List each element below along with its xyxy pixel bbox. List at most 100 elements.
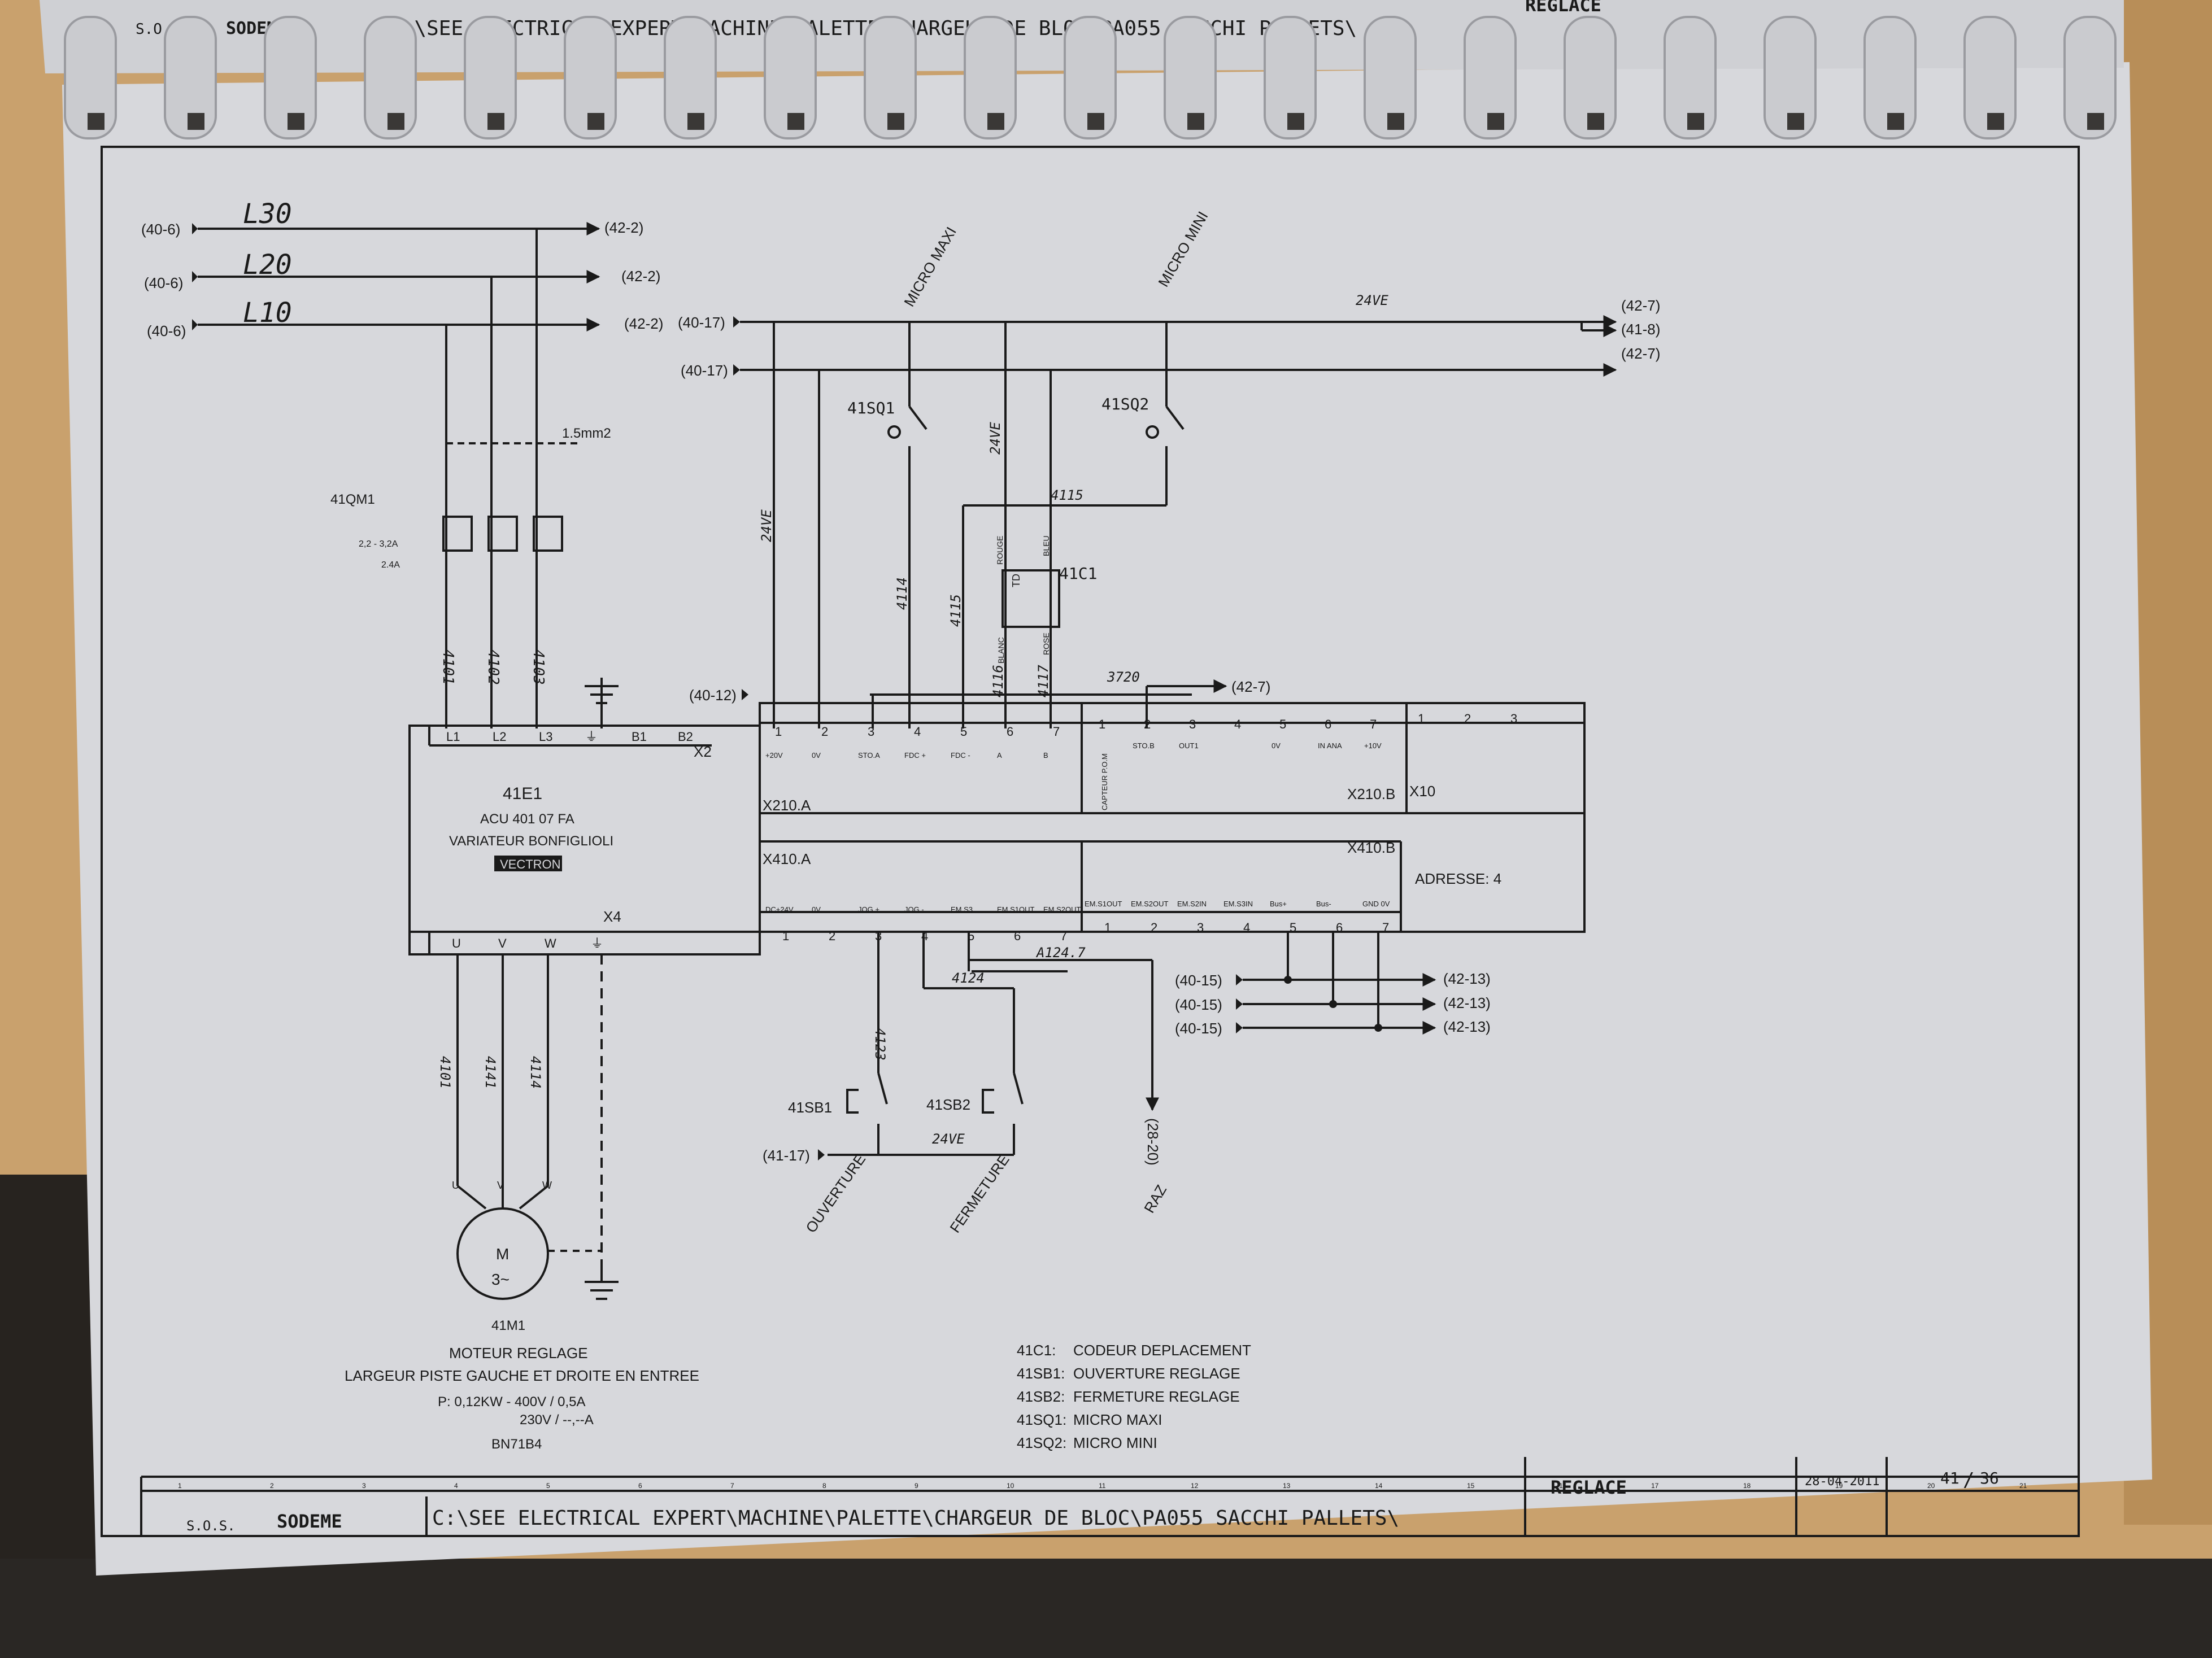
x410a-num-6: 7 xyxy=(1060,929,1067,943)
motor-line5: BN71B4 xyxy=(491,1437,542,1452)
binding-hole xyxy=(387,113,404,130)
wire-4114: 4114 xyxy=(894,577,910,610)
x10-num-2: 3 xyxy=(1510,712,1517,726)
ref-in-l2: (40-6) xyxy=(144,274,183,291)
x10-num-0: 1 xyxy=(1418,712,1425,726)
wire-4116: 4116 xyxy=(990,665,1006,697)
x210b-num-0: 1 xyxy=(1099,717,1105,731)
motor-line1: MOTEUR REGLAGE xyxy=(449,1345,588,1362)
x410a-num-0: 1 xyxy=(782,929,789,943)
x410a-num-5: 6 xyxy=(1014,929,1021,943)
power-term-5: B2 xyxy=(678,730,693,744)
motor-v: V xyxy=(497,1180,504,1191)
binding-hole xyxy=(787,113,804,130)
power-term-0: L1 xyxy=(446,730,460,744)
binding-ring xyxy=(564,16,617,139)
binding-hole xyxy=(88,113,104,130)
encoder-bleu: BLEU xyxy=(1042,535,1051,556)
breaker-range: 2,2 - 3,2A xyxy=(359,539,398,549)
drive-desc: VARIATEUR BONFIGLIOLI xyxy=(449,834,613,849)
motor-m: M xyxy=(496,1245,509,1263)
control-wiring xyxy=(740,315,1617,728)
column-number: 6 xyxy=(638,1482,642,1490)
tb-page: 41 xyxy=(1940,1469,1960,1487)
x210b-num-5: 6 xyxy=(1325,717,1331,731)
wire-3720: 3720 xyxy=(1107,669,1140,685)
binding-ring xyxy=(764,16,817,139)
binding-hole xyxy=(188,113,204,130)
x410a-sig-5: EM.S1OUT xyxy=(997,905,1035,914)
legend-desc: MICRO MINI xyxy=(1073,1434,1157,1451)
x10-name: X10 xyxy=(1409,783,1435,800)
column-number: 5 xyxy=(546,1482,550,1490)
paper-sheet xyxy=(62,62,2152,1576)
binding-ring xyxy=(664,16,717,139)
breaker-label: 41QM1 xyxy=(330,492,375,507)
binding-hole xyxy=(288,113,304,130)
label-sq2: 41SQ2 xyxy=(1101,395,1149,413)
x210b-num-6: 7 xyxy=(1370,717,1377,731)
binding-ring xyxy=(964,16,1017,139)
legend-desc: FERMETURE REGLAGE xyxy=(1073,1388,1240,1405)
x410b-num-1: 2 xyxy=(1151,920,1157,935)
power-term-4: B1 xyxy=(632,730,647,744)
label-c1: 41C1 xyxy=(1059,564,1097,583)
ref-in-4015-c: (40-15) xyxy=(1175,1020,1222,1037)
power-term-2: L3 xyxy=(539,730,552,744)
column-number: 20 xyxy=(1927,1482,1935,1490)
x210a-num-0: 1 xyxy=(775,725,782,739)
binding-hole xyxy=(2087,113,2104,130)
binding-ring xyxy=(1664,16,1717,139)
column-number: 14 xyxy=(1375,1482,1383,1490)
x210b-num-1: 2 xyxy=(1144,717,1151,731)
x410b-num-3: 4 xyxy=(1243,920,1250,935)
binding-ring xyxy=(1364,16,1417,139)
x210a-sig-4: FDC - xyxy=(951,751,970,760)
binding-hole xyxy=(1787,113,1804,130)
x410a-num-1: 2 xyxy=(829,929,835,943)
legend-desc: CODEUR DEPLACEMENT xyxy=(1073,1342,1251,1359)
drive-id: 41E1 xyxy=(503,784,542,803)
binding-ring xyxy=(1963,16,2017,139)
ref-in-4015-a: (40-15) xyxy=(1175,972,1222,989)
binding-ring xyxy=(164,16,217,139)
legend-desc: OUVERTURE REGLAGE xyxy=(1073,1365,1240,1382)
power-term-1: L2 xyxy=(493,730,506,744)
x210b-sig-1: STO.B xyxy=(1133,741,1155,750)
column-number: 15 xyxy=(1467,1482,1475,1490)
wire-4117: 4117 xyxy=(1035,665,1051,697)
x410b-name: X410.B xyxy=(1347,839,1395,856)
x210a-sig-0: +20V xyxy=(765,751,783,760)
ref-out-418: (41-8) xyxy=(1621,321,1660,338)
binding-ring xyxy=(1264,16,1317,139)
column-number: 13 xyxy=(1283,1482,1291,1490)
binding-hole xyxy=(1887,113,1904,130)
ref-in-4015-b: (40-15) xyxy=(1175,996,1222,1013)
binding-hole xyxy=(587,113,604,130)
legend-code: 41SQ2: xyxy=(1017,1434,1066,1451)
motor-line4: 230V / --,--A xyxy=(520,1412,594,1428)
column-number: 18 xyxy=(1743,1482,1751,1490)
wire-4123: 4123 xyxy=(872,1028,888,1061)
binding-ring xyxy=(1464,16,1517,139)
binding-ring xyxy=(864,16,917,139)
ref-in-4017-a: (40-17) xyxy=(678,314,725,331)
label-24ve-top: 24VE xyxy=(1356,293,1388,308)
cable-label: 1.5mm2 xyxy=(562,426,611,441)
x210a-num-2: 3 xyxy=(868,725,874,739)
column-number: 17 xyxy=(1651,1482,1659,1490)
ref-out-l3: (42-2) xyxy=(604,219,643,236)
x410b-sig-5: Bus- xyxy=(1316,900,1331,908)
out-term-0: U xyxy=(452,936,461,950)
column-number: 1 xyxy=(178,1482,182,1490)
label-sb2: 41SB2 xyxy=(926,1096,970,1113)
column-number: 8 xyxy=(822,1482,826,1490)
x210a-sig-2: STO.A xyxy=(858,751,880,760)
binding-hole xyxy=(887,113,904,130)
x410a-sig-1: 0V xyxy=(812,905,821,914)
binding-ring xyxy=(1564,16,1617,139)
label-24ve-b: 24VE xyxy=(987,422,1003,455)
wire-v: 4141 xyxy=(482,1056,498,1089)
